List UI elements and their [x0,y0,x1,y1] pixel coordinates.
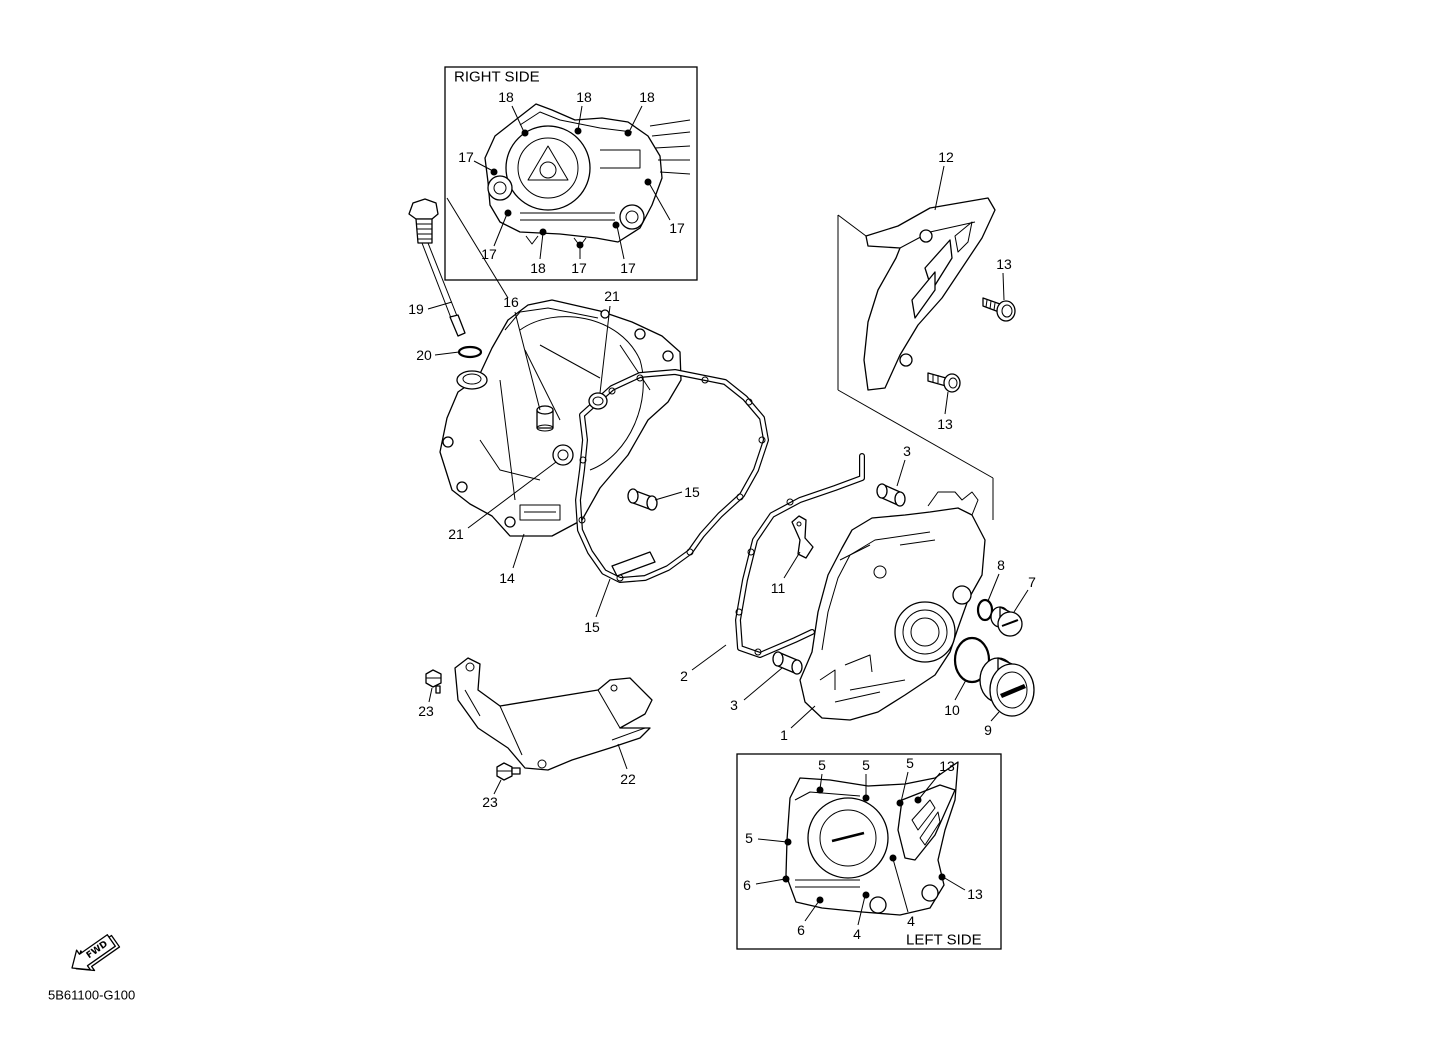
callout-label: 17 [481,246,497,262]
callout-label: 17 [458,149,474,165]
callout-label: 12 [938,149,954,165]
callout-label: 20 [416,347,432,363]
callout-label: 22 [620,771,636,787]
callout-label: 13 [939,758,955,774]
callout-label: 17 [571,260,587,276]
left-crankcase-view [785,761,959,916]
callout-label: 23 [418,703,434,719]
callout-label: 6 [797,922,805,938]
callout-label: 8 [997,557,1005,573]
callout-label: 5 [745,830,753,846]
callout-label: 5 [906,755,914,771]
callout-label: 15 [684,484,700,500]
bolt [425,669,442,694]
dowel-pin [552,444,574,466]
dowel-pin [772,651,803,675]
left-side-inset: 5 5 5 13 5 6 13 4 6 4 LEFT SIDE [736,753,1002,950]
main-leaders [427,165,1029,795]
callout-label: 15 [584,619,600,635]
left-inset-leaders [755,771,966,926]
callout-label: 23 [482,794,498,810]
callout-label: 7 [1028,574,1036,590]
callout-label: 21 [448,526,464,542]
callout-label: 11 [771,580,786,596]
small-bracket [791,515,814,559]
dowel-pin [876,483,906,507]
callout-label: 3 [903,443,911,459]
right-inset-leaders [473,105,671,260]
callout-label: 17 [620,260,636,276]
right-side-inset: RIGHT SIDE [444,66,698,299]
callout-label: 18 [498,89,514,105]
gasket-right [578,372,766,581]
callout-label: 5 [862,757,870,773]
bolt [496,762,521,781]
inset-pointer-line [446,197,509,299]
callouts: 12 13 13 19 16 21 20 15 3 21 14 11 8 7 1… [408,149,1036,810]
callout-label: 5 [818,757,826,773]
dowel-pin [588,392,608,410]
fwd-arrow-icon: FWD [71,934,121,972]
right-side-inset-frame [444,66,698,281]
callout-label: 14 [499,570,515,586]
callout-label: 16 [503,294,519,310]
right-crankcase-view [484,103,691,247]
o-ring [953,636,991,684]
flange-bolt [927,372,961,393]
dowel-pin [627,488,658,511]
oil-dipstick [408,198,466,337]
callout-label: 9 [984,722,992,738]
diagram-code: 5B61100-G100 [48,988,135,1003]
left-side-title: LEFT SIDE [906,932,982,949]
o-ring [457,345,483,359]
callout-label: 18 [576,89,592,105]
callout-label: 13 [937,416,953,432]
sprocket-cover [837,197,996,520]
right-side-title: RIGHT SIDE [454,69,540,86]
callout-label: 4 [907,913,915,929]
crankcase-cover-right [439,299,682,537]
dowel-pin [536,405,554,432]
plug [990,606,1023,637]
callout-label: 3 [730,697,738,713]
plug [979,657,1035,717]
crankcase-cover-left [799,491,986,721]
callout-label: 18 [530,260,546,276]
callout-label: 10 [944,702,960,718]
callout-label: 1 [780,727,788,743]
callout-label: 18 [639,89,655,105]
callout-label: 19 [408,301,424,317]
callout-label: 13 [967,886,983,902]
o-ring [976,598,994,622]
flange-bolt [982,297,1016,322]
callout-label: 21 [604,288,620,304]
callout-label: 13 [996,256,1012,272]
callout-label: 17 [669,220,685,236]
left-side-inset-frame [736,753,1002,950]
callout-label: 4 [853,926,861,942]
gasket-left [736,456,862,655]
callout-label: 6 [743,877,751,893]
callout-label: 2 [680,668,688,684]
engine-guard-bracket [454,657,653,771]
